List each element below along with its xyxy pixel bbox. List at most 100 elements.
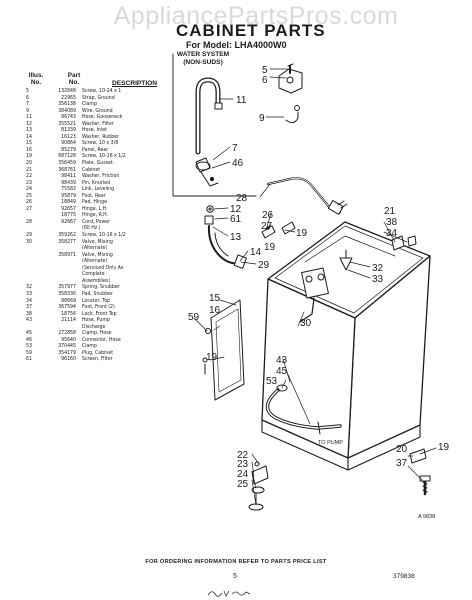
part-description: Locator, Top — [82, 297, 111, 304]
part-number: 90864 — [61, 140, 76, 147]
part-description: Washer, Filter — [82, 120, 114, 127]
part-number: 18849 — [61, 199, 76, 206]
part-description: Lock, Front Top — [82, 310, 117, 317]
part-number: 18756 — [61, 310, 76, 317]
part-illus-number: 23 — [26, 179, 32, 186]
part-illus-number: 53 — [26, 343, 32, 350]
part-illus-number: 13 — [26, 127, 32, 134]
rear-foot-part — [248, 461, 269, 511]
part-number: 92657 — [61, 205, 76, 212]
leader-lines — [193, 68, 437, 506]
callout-6: 6 — [262, 75, 268, 86]
part-illus-number: 24 — [26, 186, 32, 193]
parts-list-row: Assemblies) — [26, 278, 172, 285]
part-illus-number: 11 — [26, 114, 32, 121]
part-description: Washer, Rubber — [82, 133, 119, 140]
callout-28: 28 — [236, 193, 248, 204]
part-header-line1: Part — [67, 72, 81, 79]
parts-list-row: 6 22965 Strap, Ground — [26, 95, 172, 102]
part-illus-number: 28 — [26, 218, 32, 225]
part-illus-number: 61 — [26, 356, 32, 363]
part-description: Plug, Cabinet — [82, 349, 114, 356]
callout-29: 29 — [258, 260, 270, 271]
callout-53: 53 — [266, 376, 278, 387]
callout-20: 20 — [396, 444, 408, 455]
hose-connector-part — [195, 157, 219, 187]
part-number: 367594 — [58, 304, 76, 311]
part-illus-number: 5 — [26, 88, 29, 94]
part-illus-number: 30 — [26, 238, 32, 245]
part-number: 355521 — [58, 120, 76, 127]
part-number: 358971 — [58, 251, 76, 258]
callout-59: 59 — [188, 312, 200, 323]
part-description: Hose, Gooseneck — [82, 114, 123, 121]
part-description: (Serviced Only As — [82, 264, 124, 271]
parts-list-row: 28 92667 Cord, Power — [26, 219, 172, 226]
part-illus-number: 32 — [26, 284, 32, 291]
callout-16: 16 — [209, 305, 221, 316]
part-description: Screw, 10-16 x 1/2 — [82, 232, 126, 239]
parts-list-row: 9 384089 Wire, Ground — [26, 108, 172, 115]
part-description: Hinge, L.H. — [82, 205, 108, 212]
callout-21: 21 — [384, 206, 396, 217]
part-number: 354179 — [58, 349, 76, 356]
part-illus-number: 7 — [26, 101, 29, 108]
part-description: Wire, Ground — [82, 107, 113, 114]
callout-5: 5 — [262, 65, 268, 76]
part-description: Spring, Snubber — [82, 284, 120, 291]
part-number: 132848 — [58, 88, 76, 94]
parts-list-row: (Alternate) — [26, 245, 172, 252]
part-number: 81339 — [61, 127, 76, 134]
part-number: 359262 — [58, 232, 76, 239]
callout-38: 38 — [386, 217, 398, 228]
part-description: Complete — [82, 271, 105, 278]
part-description: Cord, Power — [82, 218, 110, 225]
part-number: 21114 — [61, 317, 76, 324]
page-title: CABINET PARTS — [176, 21, 326, 40]
callout-45: 45 — [276, 366, 288, 377]
part-illus-number: 21 — [26, 166, 32, 173]
part-illus-number: 29 — [26, 232, 32, 239]
page-number: 5 — [233, 573, 237, 580]
part-number: 358277 — [58, 238, 76, 245]
part-description: Washer, Friction — [82, 173, 120, 180]
front-foot-part — [409, 448, 431, 496]
part-illus-number: 38 — [26, 310, 32, 317]
part-number: 96743 — [61, 114, 76, 121]
callout-11: 11 — [236, 95, 247, 106]
parts-list-row: Discharge — [26, 324, 172, 331]
part-description: Pad, Snubber — [82, 290, 113, 297]
part-number: 92667 — [61, 218, 76, 225]
water-system-line2: (NON-SUDS) — [183, 59, 223, 66]
callout-12: 12 — [230, 204, 242, 215]
part-illus-number: 20 — [26, 160, 32, 167]
part-illus-number: 22 — [26, 173, 32, 180]
parts-list-row: 27 92657 Hinge, L.H. — [26, 206, 172, 213]
part-number: 384089 — [58, 107, 76, 114]
part-illus-number: 9 — [26, 107, 29, 114]
part-number: 22965 — [61, 94, 76, 101]
inlet-hose-part — [204, 205, 247, 269]
water-system-line1: WATER SYSTEM — [176, 51, 230, 58]
part-number: 357977 — [58, 284, 76, 291]
callout-61: 61 — [230, 214, 242, 225]
part-description: Clamp, Hose — [82, 330, 112, 337]
part-description: Strap, Ground — [82, 94, 115, 101]
part-illus-number: 6 — [26, 94, 29, 101]
part-number: 75582 — [61, 186, 76, 193]
ordering-footer: FOR ORDERING INFORMATION REFER TO PARTS … — [145, 559, 327, 565]
part-description: Hose, Pump — [82, 317, 110, 324]
part-number: 18775 — [61, 212, 76, 219]
part-illus-number: 27 — [26, 205, 32, 212]
part-description: Connector, Hose — [82, 336, 121, 343]
